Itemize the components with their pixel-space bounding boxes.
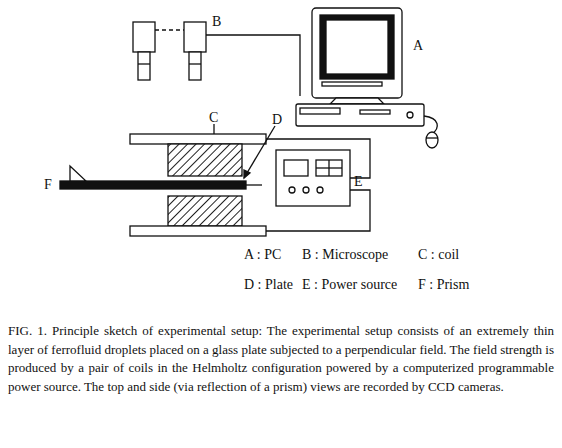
microscope-camera — [133, 22, 155, 80]
wire — [266, 190, 370, 231]
callout-letter: A — [413, 38, 423, 53]
callout-letter: B — [212, 14, 221, 29]
prism — [70, 166, 86, 181]
camera-link — [155, 29, 184, 30]
key-entry: C : coil — [418, 247, 459, 262]
pc — [296, 8, 438, 148]
camera-cable — [206, 35, 300, 96]
key-entry: F : Prism — [418, 277, 469, 292]
figure-caption: FIG. 1. Principle sketch of experimental… — [8, 322, 554, 396]
callout-letter: F — [44, 177, 52, 192]
wire — [266, 139, 370, 178]
microscope-camera — [184, 22, 206, 80]
callout-letter: C — [209, 110, 218, 125]
leader-line — [244, 126, 275, 178]
key-entry: E : Power source — [302, 277, 397, 292]
key-entry: D : Plate — [244, 277, 293, 292]
key-entry: B : Microscope — [302, 247, 388, 262]
plate-edge — [246, 184, 262, 185]
power-source — [276, 150, 350, 206]
leader-line — [213, 124, 214, 134]
leader-arrowhead — [244, 170, 250, 178]
key-entry: A : PC — [244, 247, 281, 262]
callout-letter: D — [272, 112, 282, 127]
callout-letter: E — [354, 174, 363, 189]
glass-plate — [60, 181, 246, 189]
